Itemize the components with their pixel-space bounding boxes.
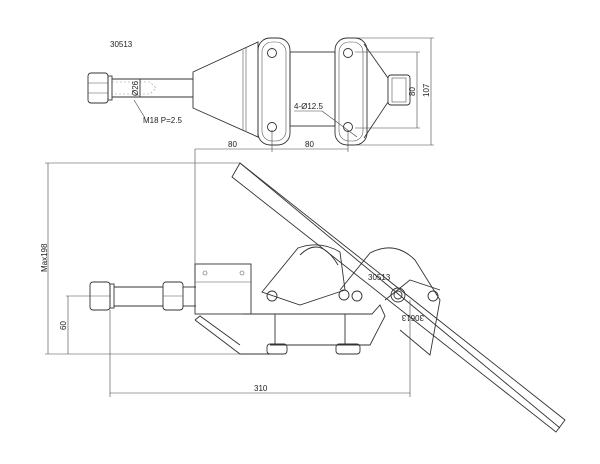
stud-diameter-label: Ø26 [131,80,140,96]
holes-label: 4-Ø12.5 [294,102,323,111]
dim-107: 107 [350,37,434,146]
dim-107-label: 107 [422,83,431,97]
dim-310-label: 310 [254,384,268,393]
clevis [387,74,411,106]
dim-max198: Max198 [40,162,240,355]
max-height-label: Max198 [40,243,49,272]
mounting-plate-right [334,37,368,146]
left-cone [192,41,259,138]
mounting-holes [267,48,353,132]
mounting-plate-left [257,37,291,146]
dim-80-right-label: 80 [305,140,314,149]
dim-80-vertical: 80 [355,51,420,129]
handle [231,162,566,433]
stud-shaft [112,78,193,98]
top-view: 30513 Ø26 M18 P=2.5 4-Ø12.5 [87,37,434,152]
stud-nut [87,72,113,104]
right-cone [363,43,389,139]
dim-60: 60 [59,295,90,354]
linkage [261,244,441,356]
top-part-number: 30513 [110,40,133,49]
side-stud [89,281,196,311]
base-frame [243,304,386,346]
thread-label: M18 P=2.5 [143,116,182,125]
side-part-label-mirrored: 30613 [401,313,424,322]
dim-60-label: 60 [59,321,68,330]
dim-310: 310 [109,300,411,397]
body [289,51,336,127]
thread-leader [133,99,146,119]
dim-80-left-label: 80 [228,140,237,149]
side-view: 30513 30613 Max198 60 310 [40,149,566,433]
side-part-label: 30513 [368,273,391,282]
base-ramp [194,315,270,355]
dim-80-horizontal: 80 80 [195,130,349,152]
dim-80-vertical-label: 80 [408,87,417,96]
mounting-block [194,263,252,315]
